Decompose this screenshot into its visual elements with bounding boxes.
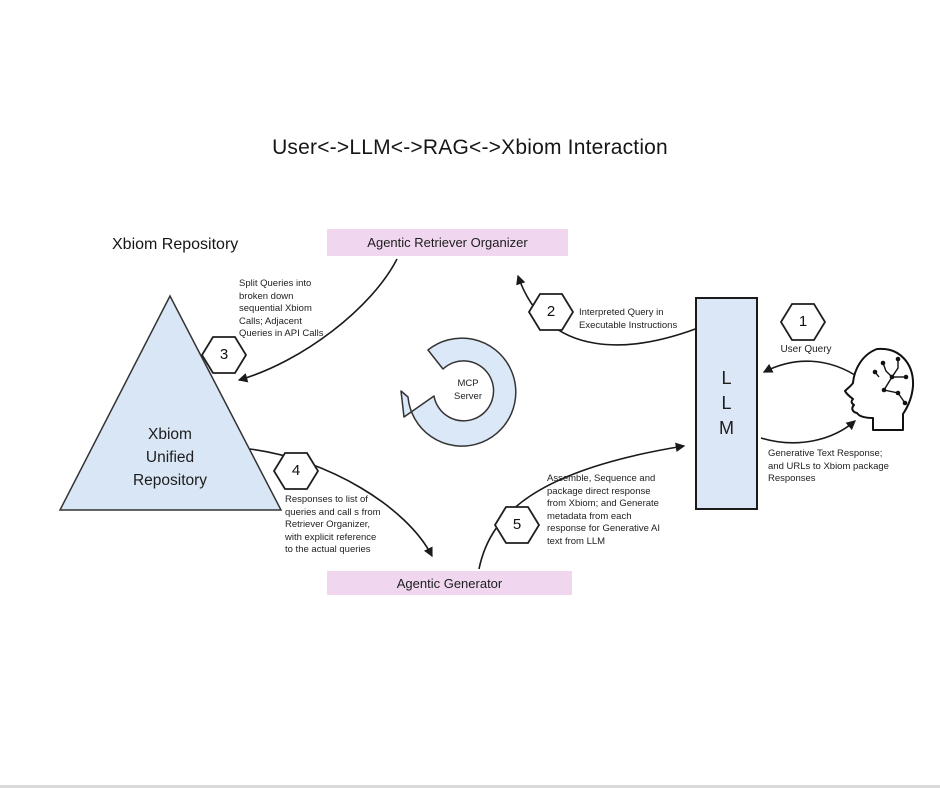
step-3-note: Split Queries into broken down sequentia… [239, 278, 324, 339]
bottom-edge-strip [0, 785, 940, 788]
llm-box: L L M [695, 297, 758, 510]
step-1-number: 1 [798, 313, 808, 330]
step-1-hexagon [779, 303, 827, 341]
diagram-title: User<->LLM<->RAG<->Xbiom Interaction [272, 136, 668, 159]
step-1-note: User Query [780, 344, 832, 355]
llm-response-note: Generative Text Response; and URLs to Xb… [768, 448, 889, 484]
step-5-hexagon [493, 506, 541, 544]
arrow-llm-to-retriever [516, 274, 699, 346]
arrow-repository-to-generator [249, 448, 433, 558]
xbiom-repository-heading: Xbiom Repository [112, 236, 239, 253]
agentic-generator-box: Agentic Generator [327, 571, 572, 595]
xbiom-unified-repository-triangle [58, 294, 283, 511]
step-5-number: 5 [512, 516, 522, 533]
step-4-number: 4 [291, 462, 301, 479]
triangle-label: Xbiom Unified Repository [132, 426, 208, 489]
arrow-llm-to-user [760, 420, 856, 444]
step-4-hexagon [272, 452, 320, 490]
step-4-note: Responses to list of queries and call s … [285, 494, 381, 555]
mcp-server-loop-icon [400, 337, 517, 447]
step-2-note: Interpreted Query in Executable Instruct… [579, 307, 678, 331]
step-2-hexagon [527, 293, 575, 331]
step-3-hexagon [200, 336, 248, 374]
step-5-note: Assemble, Sequence and package direct re… [547, 473, 661, 547]
arrow-user-to-llm [762, 360, 862, 380]
step-2-number: 2 [546, 303, 556, 320]
user-head-icon [844, 347, 915, 431]
arrow-generator-to-llm [478, 442, 686, 570]
arrow-retriever-to-repository [237, 258, 398, 383]
mcp-server-label: MCP Server [454, 378, 482, 402]
step-3-number: 3 [219, 346, 229, 363]
agentic-retriever-organizer-box: Agentic Retriever Organizer [327, 229, 568, 256]
